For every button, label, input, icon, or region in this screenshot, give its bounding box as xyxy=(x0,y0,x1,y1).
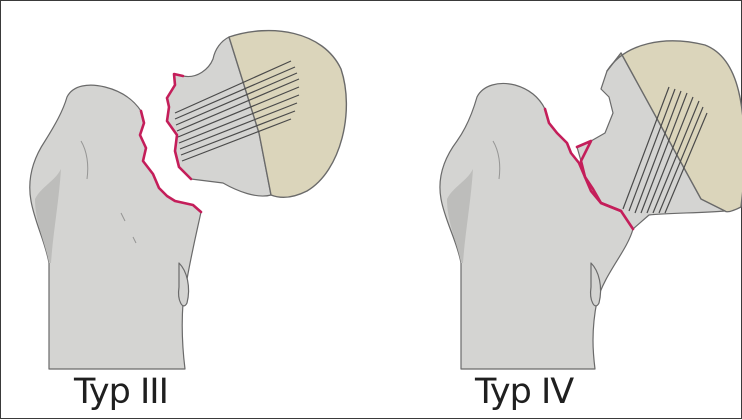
caption-type-iii: Typ III xyxy=(74,375,168,410)
femur-shaft xyxy=(440,84,633,370)
caption-type-iv: Typ IV xyxy=(475,375,573,410)
panel-type-iii xyxy=(30,31,347,369)
panel-type-iv xyxy=(440,41,742,369)
